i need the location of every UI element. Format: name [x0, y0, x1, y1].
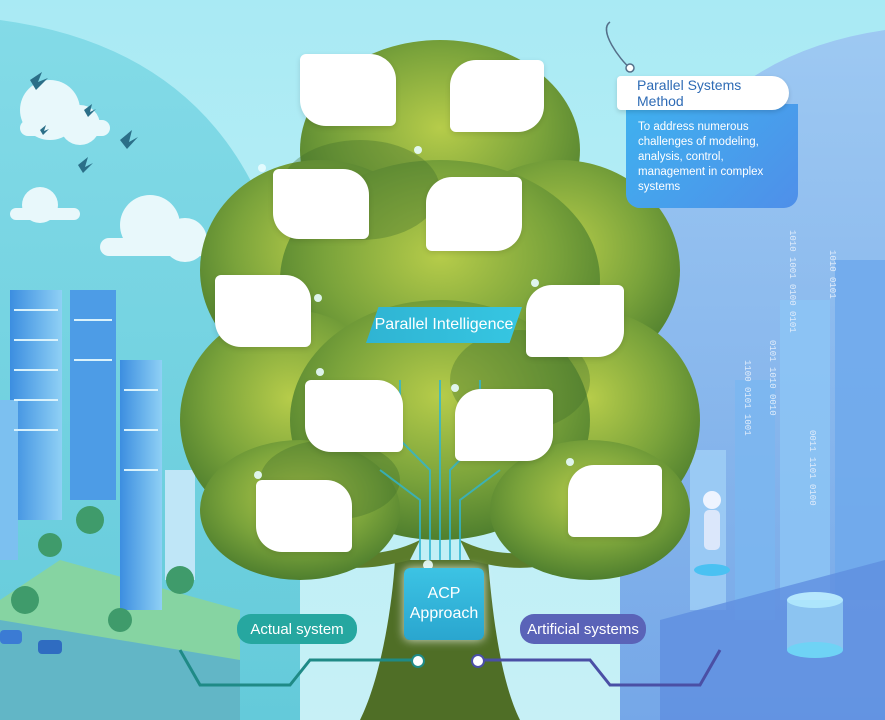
leaf-card: [256, 480, 352, 552]
method-title: Parallel Systems Method: [617, 76, 789, 110]
leaf-card: [568, 465, 662, 537]
actual-system-label: Actual system: [237, 614, 357, 644]
actual-connector-line: [178, 649, 418, 687]
leaf-card: [450, 60, 544, 132]
leaf-card: [426, 177, 522, 251]
leaf-card: [526, 285, 624, 357]
cloud-icon: [10, 80, 210, 262]
svg-text:0011 1101 0100: 0011 1101 0100: [807, 430, 817, 506]
artificial-connector-line: [478, 649, 722, 687]
leaf-card: [215, 275, 311, 347]
connector-node: [471, 654, 485, 668]
acp-approach-box: ACP Approach: [404, 568, 484, 640]
svg-text:1010 1001 0100 0101: 1010 1001 0100 0101: [787, 230, 797, 333]
connector-node: [411, 654, 425, 668]
glow-points: [254, 146, 574, 570]
leaf-card: [273, 169, 369, 239]
park-trees: [11, 506, 194, 632]
birds-icon: [30, 72, 138, 173]
leaf-card: [305, 380, 403, 452]
svg-text:1100 0101 1001: 1100 0101 1001: [742, 360, 752, 436]
tag-string-icon: [605, 21, 635, 73]
acp-line1: ACP: [427, 585, 461, 602]
svg-text:0101 1010 0010: 0101 1010 0010: [767, 340, 777, 416]
artificial-systems-label: Artificial systems: [520, 614, 646, 644]
leaf-card: [455, 389, 553, 461]
acp-line2: Approach: [409, 605, 479, 622]
method-description: To address numerous challenges of modeli…: [626, 104, 798, 208]
svg-text:1010 0101: 1010 0101: [827, 250, 837, 299]
robot-icon: [694, 491, 730, 576]
actual-world-panel: [0, 20, 300, 720]
binary-code: 1010 1001 0100 0101 0101 1010 0010 1100 …: [742, 230, 837, 506]
parallel-intelligence-label: Parallel Intelligence: [366, 307, 522, 343]
city-buildings: [0, 290, 195, 610]
leaf-card: [300, 54, 396, 126]
car-icon: [0, 630, 62, 654]
hologram-cylinder: [787, 592, 843, 658]
